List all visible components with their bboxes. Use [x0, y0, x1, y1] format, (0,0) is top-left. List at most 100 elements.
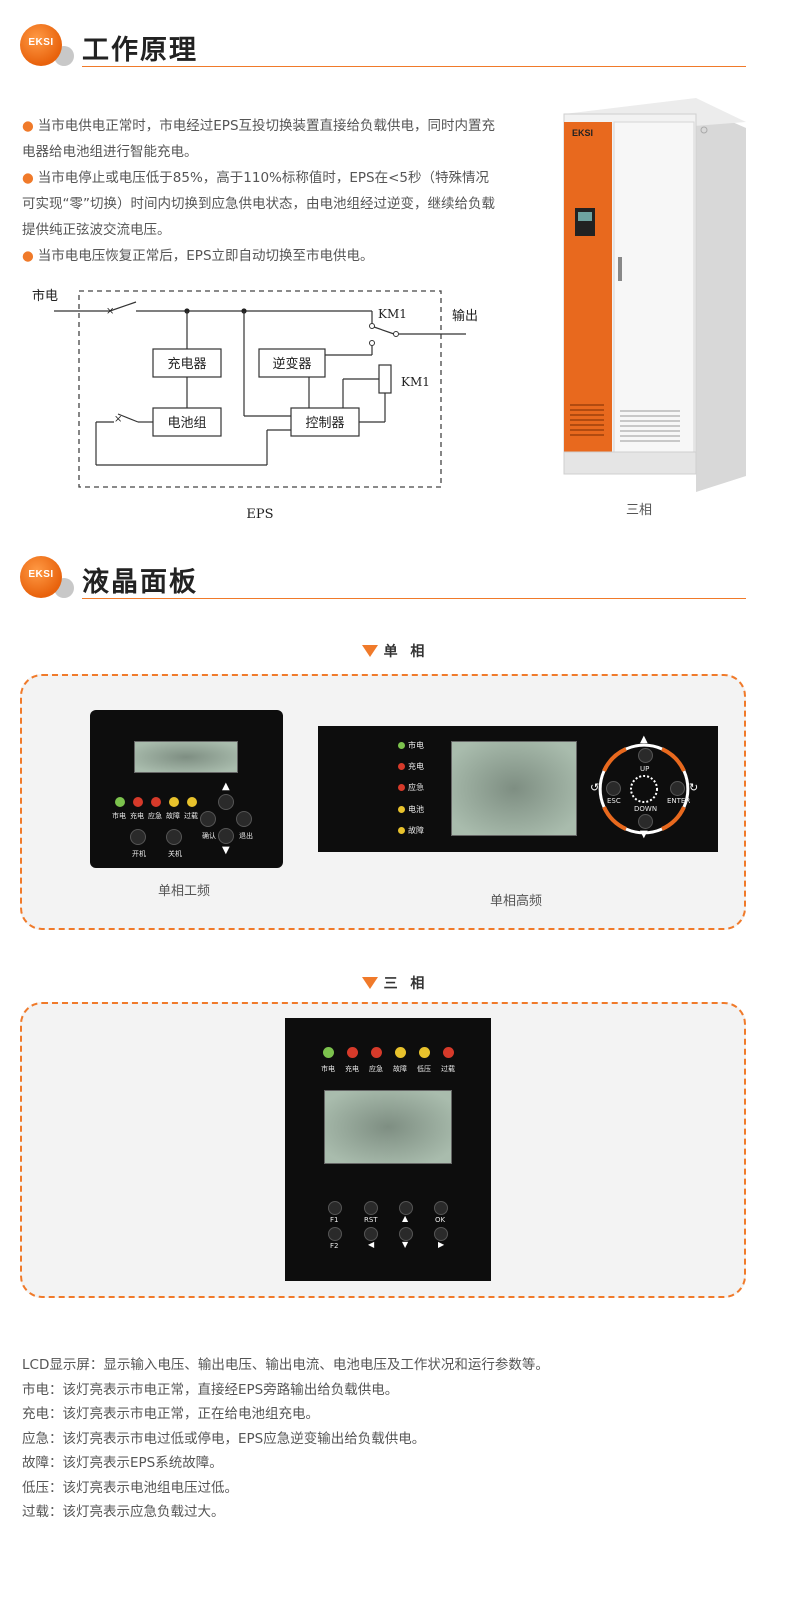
down-button[interactable] [638, 814, 653, 829]
rst-button[interactable] [364, 1201, 378, 1215]
led-low-voltage [419, 1047, 430, 1058]
inverter-label: 逆变器 [272, 356, 311, 372]
power-on-button[interactable] [130, 829, 146, 845]
led-mains [398, 742, 405, 749]
enter-label: ENTER [667, 797, 691, 805]
led-label: 低压 [417, 1065, 431, 1073]
led-label: 应急 [408, 783, 424, 792]
led-emergency [398, 784, 405, 791]
f2-label: F2 [330, 1242, 339, 1250]
led-label: 电池 [408, 805, 424, 814]
exit-label: 退出 [239, 832, 253, 840]
f2-button[interactable] [328, 1227, 342, 1241]
led-label: 应急 [369, 1065, 383, 1073]
led-label: 故障 [393, 1065, 407, 1073]
lcd-screen [134, 741, 238, 773]
triangle-icon [361, 645, 378, 657]
section-title: 工作原理 [82, 35, 198, 66]
led-fault [398, 827, 405, 834]
right-arrow-icon: ▶ [438, 1240, 445, 1249]
rst-label: RST [364, 1216, 378, 1224]
svg-text:×: × [106, 306, 114, 317]
led-mains [115, 797, 125, 807]
controller-label: 控制器 [305, 416, 344, 431]
power-off-button[interactable] [166, 829, 182, 845]
led-mains [323, 1047, 334, 1058]
legend-line: 过载：该灯亮表示应急负载过大。 [22, 1504, 225, 1520]
charger-label: 充电器 [167, 356, 206, 372]
down-arrow-icon: ▼ [402, 1240, 409, 1249]
f1-button[interactable] [328, 1201, 342, 1215]
bullet-item: ●当市电停止或电压低于85%，高于110%标称值时，EPS在<5秒（特殊情况可实… [22, 170, 495, 238]
km1-coil-label: KM1 [401, 375, 430, 389]
left-arrow-icon: ◀ [368, 1240, 375, 1249]
down-button[interactable] [218, 828, 234, 844]
section-header-lcd: EKSI 液晶面板 [20, 554, 746, 604]
legend-line: 低压：该灯亮表示电池组电压过低。 [22, 1479, 238, 1496]
ok-label: OK [435, 1216, 446, 1224]
navigation-ring [598, 743, 690, 835]
eps-cabinet-image: EKSI [563, 98, 746, 492]
f1-label: F1 [330, 1216, 339, 1224]
led-battery [398, 806, 405, 813]
led-emergency [371, 1047, 382, 1058]
led-fault [169, 797, 179, 807]
triangle-icon [361, 977, 378, 989]
led-label: 故障 [408, 826, 424, 835]
led-label: 充电 [130, 812, 144, 820]
up-arrow-icon: ▲ [402, 1214, 409, 1223]
down-button[interactable] [399, 1227, 413, 1241]
power-off-label: 关机 [168, 850, 182, 858]
legend-line: 市电：该灯亮表示市电正常，直接经EPS旁路输出给负载供电。 [22, 1381, 399, 1398]
led-label: 过载 [184, 812, 198, 820]
led-label: 充电 [345, 1065, 359, 1073]
cabinet-caption: 三相 [626, 503, 653, 518]
esc-button[interactable] [606, 781, 621, 796]
panel-three-phase: 市电 充电 应急 故障 低压 过载 F1 RST ▲ OK F2 ◀ ▼ ▶ [285, 1018, 491, 1281]
up-label: UP [640, 765, 650, 773]
principle-bullets: ●当市电供电正常时，市电经过EPS互投切换装置直接给负载供电，同时内置充电器给电… [22, 113, 502, 269]
bullet-item: ●当市电供电正常时，市电经过EPS互投切换装置直接给负载供电，同时内置充电器给电… [22, 118, 496, 160]
led-label: 市电 [408, 741, 424, 750]
km1-switch-label: KM1 [378, 307, 407, 321]
caption-single-gongpin: 单相工频 [158, 884, 211, 899]
led-label: 故障 [166, 812, 180, 820]
output-label: 输出 [452, 308, 478, 324]
rotate-left-icon: ↺ [590, 781, 600, 794]
up-button[interactable] [638, 748, 653, 763]
three-phase-heading: 三 相 [0, 973, 790, 993]
up-button[interactable] [399, 1201, 413, 1215]
exit-button[interactable] [236, 811, 252, 827]
enter-button[interactable] [670, 781, 685, 796]
led-charge [133, 797, 143, 807]
right-button[interactable] [434, 1227, 448, 1241]
brand-logo: EKSI [20, 22, 76, 72]
panel-single-gongpin: 市电 充电 应急 故障 过载 ▲ 确认 退出 ▼ 开机 关机 [90, 710, 283, 868]
up-button[interactable] [218, 794, 234, 810]
legend-line: 充电：该灯亮表示市电正常，正在给电池组充电。 [22, 1406, 319, 1422]
led-charge [347, 1047, 358, 1058]
led-overload [187, 797, 197, 807]
rotate-right-icon: ↻ [689, 781, 699, 794]
brand-logo: EKSI [20, 554, 76, 604]
led-label: 充电 [408, 762, 424, 771]
section-divider [82, 598, 746, 599]
power-on-label: 开机 [132, 850, 146, 858]
led-label: 应急 [148, 812, 162, 820]
legend-line: 应急：该灯亮表示市电过低或停电，EPS应急逆变输出给负载供电。 [22, 1430, 426, 1447]
left-button[interactable] [364, 1227, 378, 1241]
down-label: DOWN [634, 805, 658, 813]
eps-circuit-diagram: 市电 输出 × KM1 充电器 逆变器 电池组 × 控制器 KM1 EPS [32, 288, 478, 522]
led-charge [398, 763, 405, 770]
section-header-principle: EKSI 工作原理 [20, 22, 746, 72]
confirm-button[interactable] [200, 811, 216, 827]
svg-text:×: × [114, 414, 122, 425]
single-phase-heading: 单 相 [0, 641, 790, 661]
caption-single-gaopin: 单相高频 [490, 894, 543, 909]
battery-label: 电池组 [167, 416, 206, 431]
ok-button[interactable] [434, 1201, 448, 1215]
lcd-screen [324, 1090, 452, 1164]
esc-label: ESC [607, 797, 621, 805]
mains-label: 市电 [32, 288, 58, 304]
lcd-screen [451, 741, 577, 836]
